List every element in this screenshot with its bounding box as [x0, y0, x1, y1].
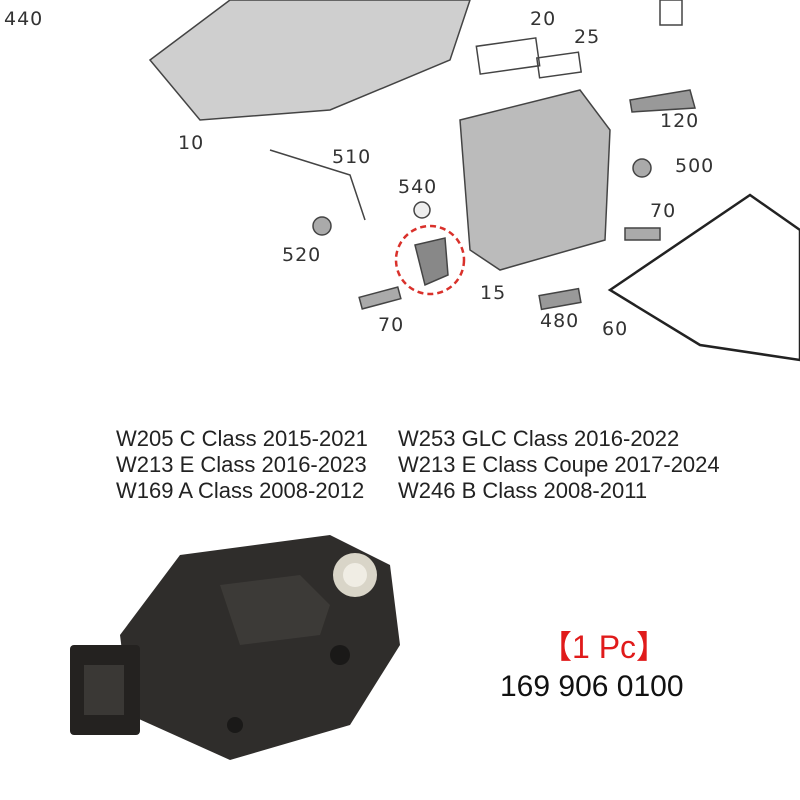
actuator-product-photo: [70, 535, 400, 760]
part-label-120: 120: [660, 110, 700, 132]
grommet-540: [413, 201, 431, 219]
part-label-15: 15: [480, 282, 507, 304]
part-label-480: 480: [540, 310, 580, 332]
compat-row: W205 C Class 2015-2021 W253 GLC Class 201…: [116, 426, 720, 452]
compat-item: W205 C Class 2015-2021: [116, 426, 368, 451]
compat-item: W253 GLC Class 2016-2022: [398, 426, 680, 451]
compat-item: W213 E Class Coupe 2017-2024: [398, 452, 720, 477]
part-label-20: 20: [530, 8, 557, 30]
part-label-540: 540: [398, 176, 438, 198]
exploded-parts-diagram: [148, 0, 800, 362]
air-duct-housing: [148, 0, 471, 121]
part-label-25: 25: [574, 26, 601, 48]
gasket-25: [535, 51, 583, 79]
compat-row: W169 A Class 2008-2012 W246 B Class 2008-…: [116, 478, 720, 504]
gasket-20: [475, 37, 541, 75]
part-label-520: 520: [282, 244, 322, 266]
part-top-right: [659, 0, 683, 26]
part-label-70-lower: 70: [378, 314, 405, 336]
part-label-10: 10: [178, 132, 205, 154]
quantity-label: 【1 Pc】: [540, 629, 669, 665]
part-label-510: 510: [332, 146, 372, 168]
part-label-440: 440: [4, 8, 44, 30]
part-number: 169 906 0100: [500, 670, 684, 703]
lever-120: [629, 89, 696, 113]
bracket-510: [269, 149, 366, 221]
compat-item: W213 E Class 2016-2023: [116, 452, 367, 477]
compat-row: W213 E Class 2016-2023 W213 E Class Coupe…: [116, 452, 720, 478]
panel-60: [607, 193, 800, 362]
part-label-60: 60: [602, 318, 629, 340]
compat-item: W169 A Class 2008-2012: [116, 478, 365, 503]
compat-item: W246 B Class 2008-2011: [398, 478, 648, 503]
clip-520: [312, 216, 332, 236]
actuator-15: [414, 237, 449, 287]
part-label-70: 70: [650, 200, 677, 222]
screw-70a: [624, 227, 661, 241]
hvac-housing: [459, 89, 611, 271]
part-label-500: 500: [675, 155, 715, 177]
clip-480: [538, 287, 582, 311]
screw-500: [632, 158, 652, 178]
highlight-circle: [394, 224, 466, 296]
compatibility-list: W205 C Class 2015-2021 W253 GLC Class 201…: [116, 426, 720, 504]
screw-70b: [358, 286, 402, 310]
